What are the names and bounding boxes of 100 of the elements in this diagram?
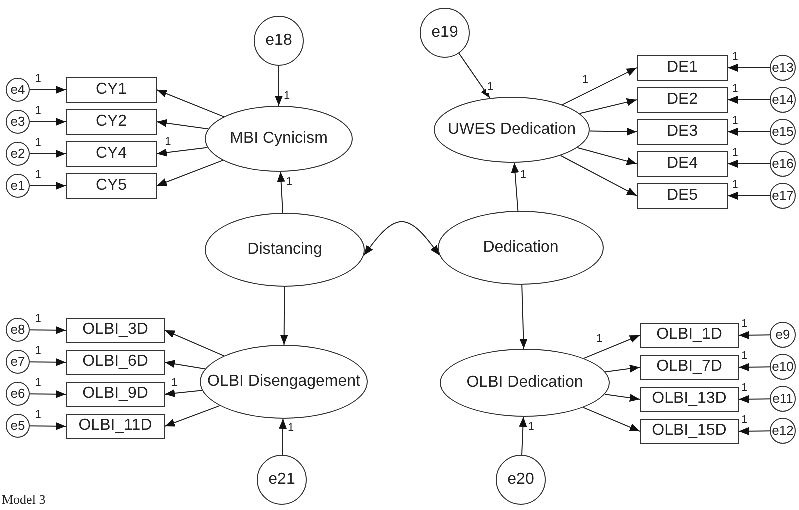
latent-variable-label: OLBI Disengagement: [208, 374, 360, 390]
arrow: [156, 90, 225, 118]
error-term-circle: [6, 414, 30, 438]
edge-label: 1: [731, 180, 740, 191]
arrow: [277, 172, 286, 214]
error-term-label: e19: [432, 24, 458, 42]
edge-label: 1: [731, 52, 740, 63]
error-term-circle: [420, 8, 470, 58]
error-term-label: e1: [10, 179, 26, 193]
arrow: [30, 422, 66, 430]
arrow: [30, 390, 66, 398]
error-term-circle: [6, 350, 30, 374]
error-term-label: e5: [10, 419, 26, 433]
arrow: [738, 427, 770, 436]
arrow: [458, 53, 491, 99]
edge-label: 1: [34, 106, 42, 117]
error-term-label: e18: [266, 32, 292, 50]
latent-variable-label: OLBI Dedication: [466, 374, 584, 392]
observed-variable-box: [66, 173, 157, 199]
observed-variable-label: OLBI_13D: [652, 391, 727, 408]
error-term-label: e3: [10, 115, 26, 129]
arrow: [579, 98, 638, 114]
error-term-circle: [770, 151, 796, 177]
arrow: [511, 162, 520, 212]
observed-variable-box: [66, 350, 165, 375]
observed-variable-label: OLBI_9D: [82, 386, 148, 403]
error-term-circle: [6, 174, 30, 198]
arrow: [30, 358, 66, 366]
arrow: [562, 68, 638, 106]
observed-variable-box: [640, 419, 739, 444]
arrow: [605, 364, 640, 373]
edge-label: 1: [519, 170, 528, 181]
error-term-circle: [770, 322, 796, 348]
edge-label: 1: [731, 148, 740, 159]
error-term-circle: [257, 455, 307, 505]
error-term-label: e2: [10, 147, 26, 161]
observed-variable-box: [66, 318, 165, 343]
arrow: [30, 150, 66, 158]
error-term-circle: [770, 87, 796, 113]
arrow: [156, 147, 208, 157]
observed-variable-label: DE1: [666, 60, 698, 76]
edge-label: 1: [34, 170, 42, 181]
edge-label: 1: [34, 74, 42, 85]
arrow: [156, 160, 224, 186]
arrow: [577, 147, 638, 166]
arrow: [738, 363, 770, 372]
error-term-label: e6: [10, 387, 26, 401]
error-term-circle: [6, 78, 30, 102]
observed-variable-label: DE2: [666, 92, 698, 108]
arrow: [584, 335, 640, 360]
error-term-circle: [254, 16, 304, 66]
error-term-circle: [496, 455, 546, 505]
arrow: [728, 192, 770, 200]
arrow: [728, 96, 770, 104]
observed-variable-label: OLBI_1D: [656, 327, 722, 344]
observed-variable-box: [66, 141, 157, 167]
observed-variable-box: [640, 323, 739, 348]
arrow: [520, 284, 528, 350]
arrow: [275, 66, 283, 106]
arrow: [30, 182, 66, 190]
observed-variable-box: [66, 109, 157, 135]
arrow: [164, 405, 220, 427]
arrow: [583, 407, 640, 432]
observed-variable-label: OLBI_7D: [656, 359, 722, 376]
error-term-circle: [6, 382, 30, 406]
edge-label: 1: [527, 422, 536, 432]
observed-variable-label: DE5: [666, 188, 698, 204]
error-term-label: e9: [776, 328, 790, 342]
edge-label: 1: [283, 91, 292, 102]
error-term-circle: [770, 119, 796, 145]
arrow: [728, 160, 770, 168]
arrow: [728, 64, 770, 72]
observed-variable-box: [637, 55, 728, 81]
error-term-label: e12: [772, 424, 794, 438]
arrow: [738, 395, 770, 404]
arrow: [30, 86, 66, 94]
latent-variable-label: Dedication: [483, 240, 559, 256]
error-term-circle: [770, 183, 796, 209]
observed-variable-label: DE4: [666, 156, 698, 172]
edge-label: 1: [486, 82, 495, 94]
error-term-label: e15: [772, 125, 794, 139]
observed-variable-label: CY4: [96, 146, 128, 162]
observed-variable-box: [66, 414, 165, 439]
error-term-label: e4: [10, 83, 26, 97]
edge-label: 1: [731, 116, 740, 127]
arrow: [164, 330, 225, 357]
observed-variable-label: CY2: [96, 114, 128, 130]
observed-variable-box: [637, 87, 728, 113]
error-term-label: e11: [772, 392, 794, 406]
error-term-label: e13: [772, 61, 794, 75]
error-term-label: e21: [268, 472, 296, 488]
error-term-circle: [770, 354, 796, 380]
arrow: [604, 394, 640, 402]
error-term-label: e14: [772, 93, 794, 107]
observed-variable-box: [640, 387, 739, 412]
arrow: [280, 286, 288, 346]
observed-variable-box: [637, 151, 728, 177]
edge-label: 1: [34, 138, 42, 149]
observed-variable-label: OLBI_6D: [82, 354, 148, 371]
arrow: [519, 416, 528, 456]
